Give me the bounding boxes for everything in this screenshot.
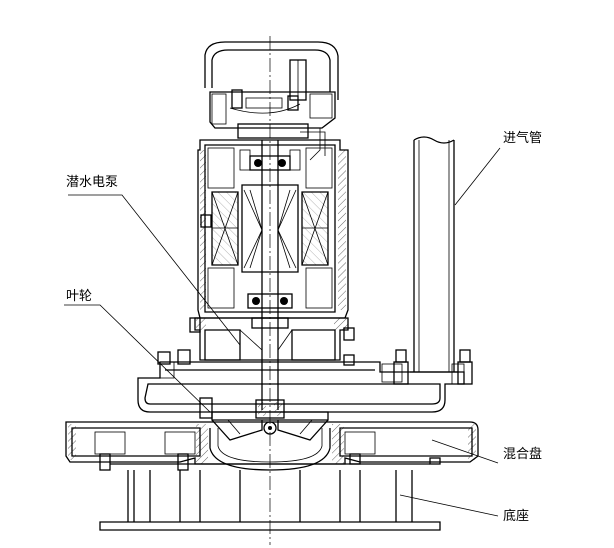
mixing-plate <box>65 421 479 471</box>
leader-lines <box>64 147 501 517</box>
top-cover <box>204 41 339 101</box>
label-mixing-plate: 混合盘 <box>503 446 542 462</box>
impeller <box>211 399 329 441</box>
stator-windings <box>211 184 329 273</box>
volute-bolts <box>157 349 473 419</box>
motor-upper-cap <box>209 89 336 161</box>
pump-volute <box>137 361 465 413</box>
side-bolts <box>189 214 355 366</box>
label-submersible-pump: 潜水电泵 <box>66 175 118 190</box>
air-inlet-pipe <box>410 136 458 373</box>
shaft <box>261 140 279 410</box>
seal-housing <box>194 317 349 361</box>
base-stand <box>99 463 441 531</box>
label-air-inlet-pipe: 进气管 <box>503 130 542 146</box>
label-impeller: 叶轮 <box>66 289 92 304</box>
upper-bearing <box>239 149 301 171</box>
label-base: 底座 <box>503 508 529 524</box>
lower-bearing <box>247 293 293 309</box>
